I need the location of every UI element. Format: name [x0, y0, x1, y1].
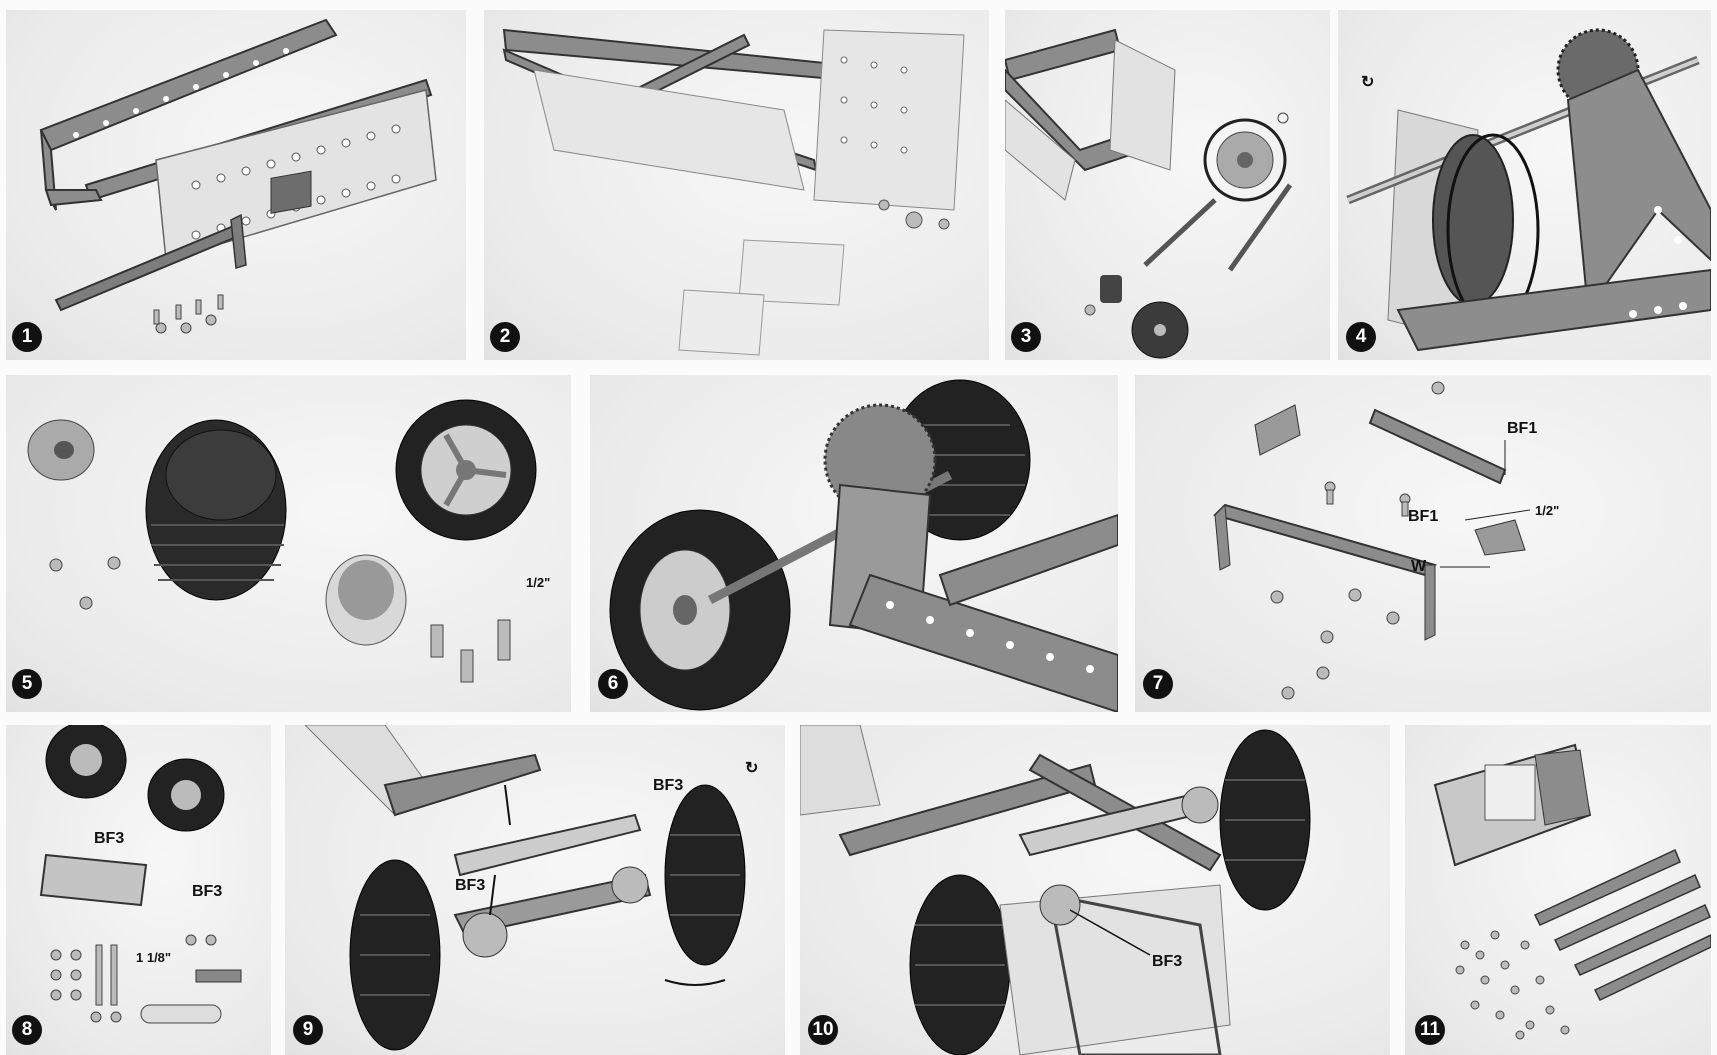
step-9-panel: BF3 BF3 ↻ 9 [285, 725, 785, 1055]
step-number-9: 9 [293, 1015, 323, 1045]
one-eighth-label: 1 1/8" [136, 950, 172, 965]
step-number-1: 1 [12, 322, 42, 352]
step-5-panel: 1/2" 5 [6, 375, 571, 712]
step-3-panel: 3 [1005, 10, 1330, 360]
bf3-label-9b: BF3 [455, 877, 486, 894]
step-3-illustration [1005, 28, 1293, 359]
step-number-3: 3 [1011, 322, 1041, 352]
rotate-icon: ↻ [1361, 74, 1375, 91]
w-label: W [1411, 558, 1427, 575]
step-6-panel: 6 [590, 375, 1118, 712]
bf3-label-10: BF3 [1152, 953, 1183, 970]
step-number-11: 11 [1415, 1015, 1445, 1045]
half-inch-label-7: 1/2" [1535, 503, 1560, 518]
bf3-label-8a: BF3 [94, 830, 125, 847]
step-2-panel: 2 [484, 10, 989, 360]
step-6-illustration [609, 379, 1118, 712]
step-number-10: 10 [808, 1015, 838, 1045]
bf1-label-top: BF1 [1507, 420, 1538, 437]
step-10-panel: BF3 10 [800, 725, 1390, 1055]
step-7-panel: BF1 BF1 1/2" W 7 [1135, 375, 1711, 712]
bf3-label-8b: BF3 [192, 883, 223, 900]
bf3-label-9a: BF3 [653, 777, 684, 794]
step-1-panel: 1 [6, 10, 466, 360]
step-8-panel: BF3 BF3 1 1/8" 8 [6, 725, 271, 1055]
step-number-2: 2 [490, 322, 520, 352]
step-11-panel: 11 [1405, 725, 1711, 1055]
rotate-icon-9: ↻ [745, 760, 759, 777]
step-number-6: 6 [598, 669, 628, 699]
step-7-illustration [1213, 381, 1531, 700]
step-number-4: 4 [1346, 322, 1376, 352]
step-1-illustration [39, 18, 437, 334]
step-8-illustration [39, 725, 242, 1024]
bf1-label-lower: BF1 [1408, 508, 1439, 525]
half-inch-label: 1/2" [526, 575, 551, 590]
step-5-illustration [27, 399, 537, 683]
step-number-7: 7 [1143, 669, 1173, 699]
step-11-illustration [1433, 743, 1711, 1040]
step-4-illustration [1346, 28, 1711, 352]
step-number-5: 5 [12, 669, 42, 699]
step-number-8: 8 [12, 1015, 42, 1045]
step-2-illustration [502, 28, 965, 356]
step-9-illustration [304, 725, 746, 1051]
step-4-panel: ↻ 4 [1338, 10, 1711, 360]
step-10-illustration [800, 725, 1311, 1055]
